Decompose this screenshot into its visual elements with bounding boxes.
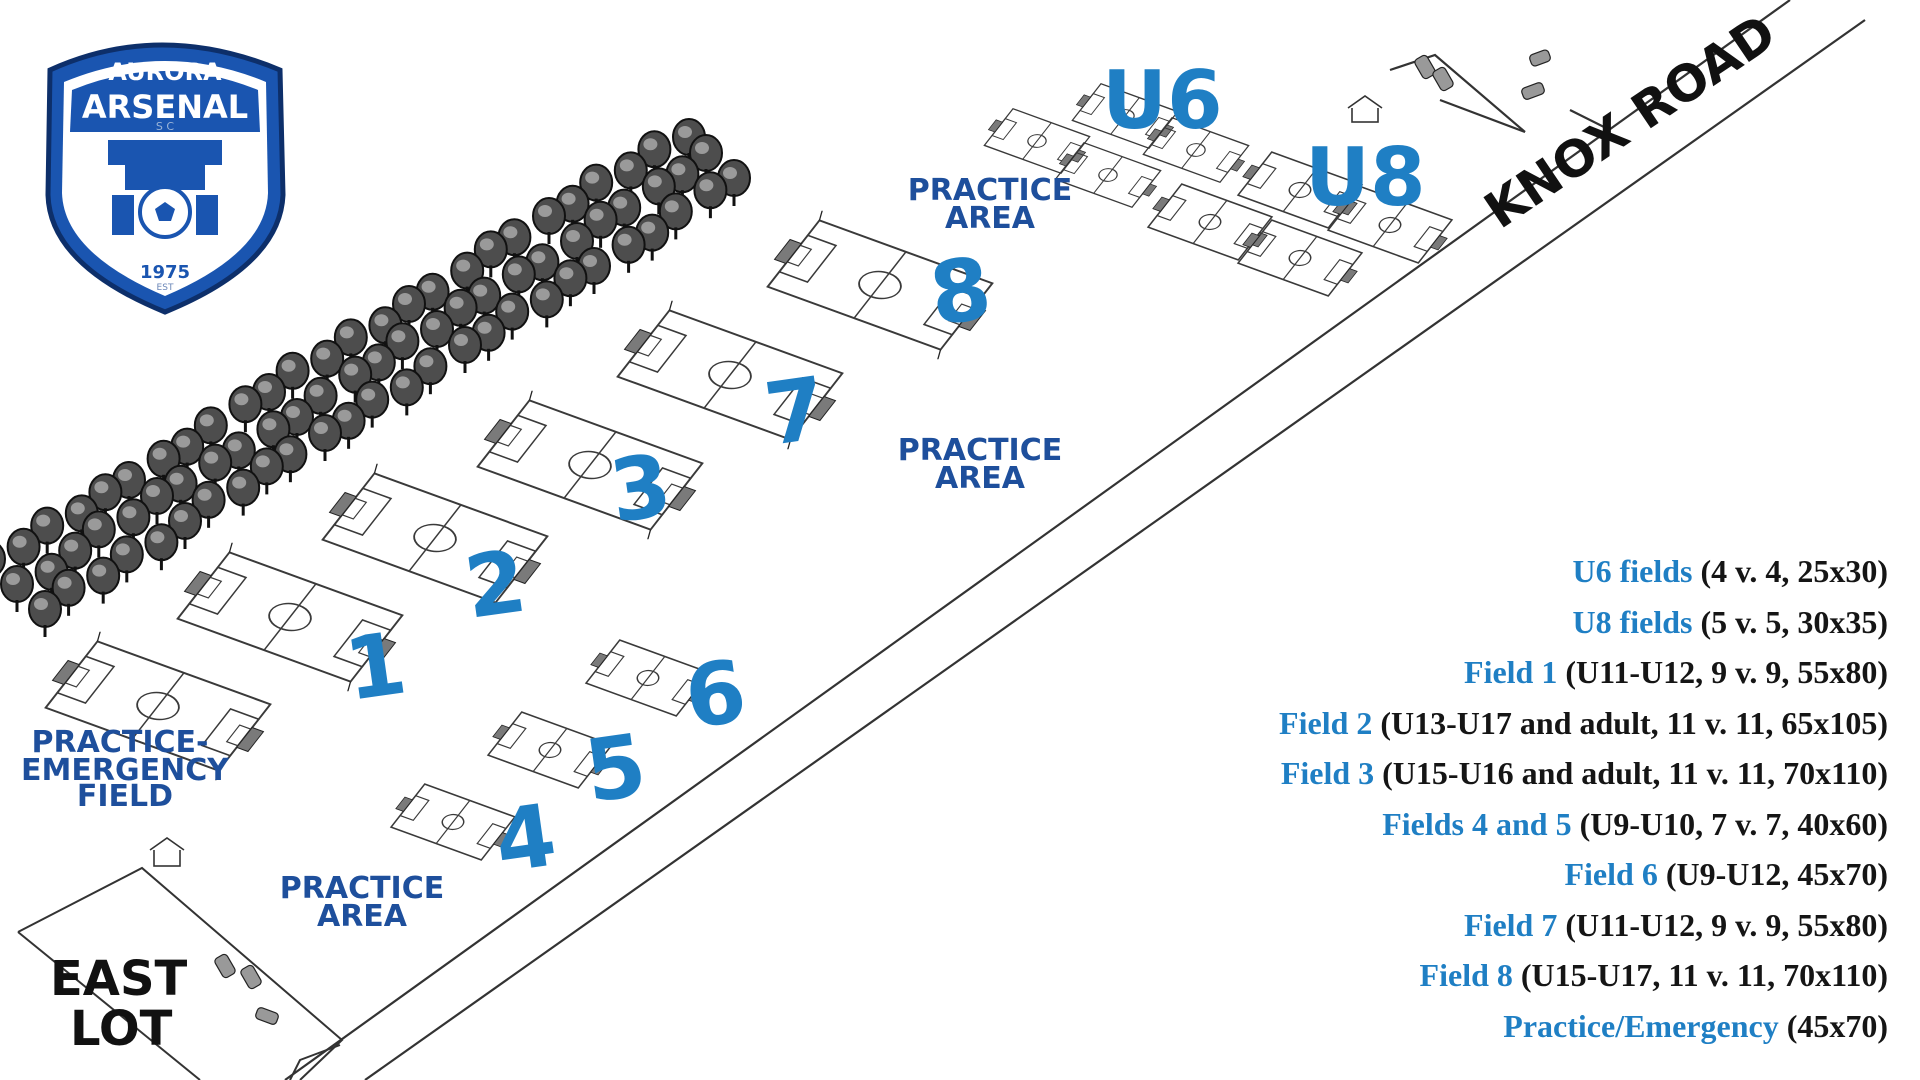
practice-area-labels: PRACTICE AREA PRACTICE AREA PRACTICE ARE…	[21, 173, 1072, 934]
practice-area-label-middle: PRACTICE AREA	[898, 433, 1062, 496]
practice-area-label-top: PRACTICE AREA	[908, 173, 1072, 236]
legend-row: Practice/Emergency (45x70)	[888, 1001, 1888, 1052]
field-number-labels: 1 2 3 4 5 6 7 8	[339, 238, 997, 892]
legend-field-name: Field 2	[1279, 704, 1373, 741]
legend-row: Field 3 (U15-U16 and adult, 11 v. 11, 70…	[888, 748, 1888, 799]
legend-field-detail: (4 v. 4, 25x30)	[1700, 553, 1888, 589]
tree-icon	[27, 589, 63, 639]
field-number-2: 2	[459, 531, 532, 638]
legend-field-detail: (U11-U12, 9 v. 9, 55x80)	[1565, 906, 1888, 943]
legend-row: Field 1 (U11-U12, 9 v. 9, 55x80)	[888, 647, 1888, 698]
tree-icon	[529, 279, 565, 329]
logo-name-text: ARSENAL	[82, 88, 248, 126]
tree-icon	[143, 522, 179, 572]
legend-field-detail: (U15-U16 and adult, 11 v. 11, 70x110)	[1382, 755, 1888, 791]
east-lot-label: EAST LOT	[50, 951, 188, 1057]
building-icon	[149, 837, 185, 867]
logo-year: 1975	[140, 262, 190, 283]
legend-row: Field 7 (U11-U12, 9 v. 9, 55x80)	[888, 900, 1888, 951]
field-number-5: 5	[579, 715, 652, 822]
svg-text:AREA: AREA	[945, 201, 1036, 236]
legend-field-name: Field 1	[1464, 654, 1558, 690]
logo-top-text: AURORA	[108, 58, 222, 86]
tree-icon	[227, 384, 263, 434]
legend-field-name: Field 6	[1564, 856, 1658, 892]
legend-field-name: U8 fields	[1572, 603, 1693, 640]
tree-icon	[531, 196, 567, 246]
svg-text:AREA: AREA	[317, 899, 408, 934]
legend-row: Field 2 (U13-U17 and adult, 11 v. 11, 65…	[888, 698, 1888, 749]
svg-text:PRACTICE: PRACTICE	[280, 871, 444, 906]
legend-field-detail: (U15-U17, 11 v. 11, 70x110)	[1520, 957, 1888, 993]
svg-text:EAST: EAST	[50, 951, 188, 1007]
tree-icon	[0, 564, 35, 614]
legend-field-name: Practice/Emergency	[1503, 1007, 1779, 1044]
logo-est: EST	[157, 283, 174, 293]
building-icon	[1347, 95, 1383, 123]
svg-text:PRACTICE: PRACTICE	[898, 433, 1062, 468]
svg-text:PRACTICE: PRACTICE	[908, 173, 1072, 208]
svg-text:EMERGENCY: EMERGENCY	[21, 753, 230, 788]
legend-row: Field 8 (U15-U17, 11 v. 11, 70x110)	[888, 950, 1888, 1001]
knox-road	[284, 0, 1866, 1080]
legend-field-name: U6 fields	[1572, 553, 1693, 589]
u6-label: U6	[1102, 54, 1223, 147]
field-number-7: 7	[759, 358, 832, 465]
svg-text:PRACTICE-: PRACTICE-	[32, 725, 209, 760]
tree-icon	[307, 413, 343, 463]
legend-field-name: Field 3	[1280, 755, 1375, 791]
svg-text:LOT: LOT	[70, 1001, 173, 1057]
field-number-1: 1	[339, 613, 412, 720]
tree-icon	[611, 225, 647, 275]
u8-label: U8	[1305, 131, 1426, 224]
legend-row: U6 fields (4 v. 4, 25x30)	[888, 546, 1888, 597]
car-icon	[214, 49, 1551, 1025]
tree-icon	[85, 556, 121, 606]
tree-icon	[389, 367, 425, 417]
legend-field-detail: (U13-U17 and adult, 11 v. 11, 65x105)	[1380, 704, 1888, 741]
legend-field-name: Field 7	[1464, 906, 1558, 943]
legend-field-name: Fields 4 and 5	[1382, 805, 1572, 842]
practice-emergency-label: PRACTICE- EMERGENCY FIELD	[21, 725, 230, 814]
tree-icon	[447, 325, 483, 375]
svg-text:AREA: AREA	[935, 461, 1026, 496]
aurora-arsenal-logo: AURORA ARSENAL S C 1975 EST	[45, 42, 286, 315]
field-number-4: 4	[489, 785, 562, 892]
legend-field-name: Field 8	[1419, 957, 1513, 993]
legend-row: Fields 4 and 5 (U9-U10, 7 v. 7, 40x60)	[888, 799, 1888, 850]
tree-icon	[225, 468, 261, 518]
svg-text:FIELD: FIELD	[77, 779, 173, 814]
field-number-6: 6	[679, 641, 752, 748]
practice-area-label-bottom: PRACTICE AREA	[280, 871, 444, 934]
legend-field-detail: (U9-U12, 45x70)	[1665, 856, 1888, 892]
legend-field-detail: (5 v. 5, 30x35)	[1700, 603, 1888, 640]
legend-field-detail: (U9-U10, 7 v. 7, 40x60)	[1579, 805, 1888, 842]
east-lot-outline	[17, 866, 344, 1080]
legend-field-detail: (U11-U12, 9 v. 9, 55x80)	[1565, 654, 1888, 690]
legend-field-detail: (45x70)	[1786, 1007, 1888, 1044]
field-number-8: 8	[924, 238, 997, 345]
tree-icon	[692, 170, 728, 220]
legend-row: U8 fields (5 v. 5, 30x35)	[888, 597, 1888, 648]
knox-road-label: KNOX ROAD	[1474, 3, 1786, 240]
field-number-3: 3	[604, 435, 677, 542]
field-legend: U6 fields (4 v. 4, 25x30)U8 fields (5 v.…	[888, 546, 1888, 1051]
legend-row: Field 6 (U9-U12, 45x70)	[888, 849, 1888, 900]
group-labels: U6 U8	[1102, 54, 1426, 224]
logo-initials: S C	[156, 120, 174, 133]
